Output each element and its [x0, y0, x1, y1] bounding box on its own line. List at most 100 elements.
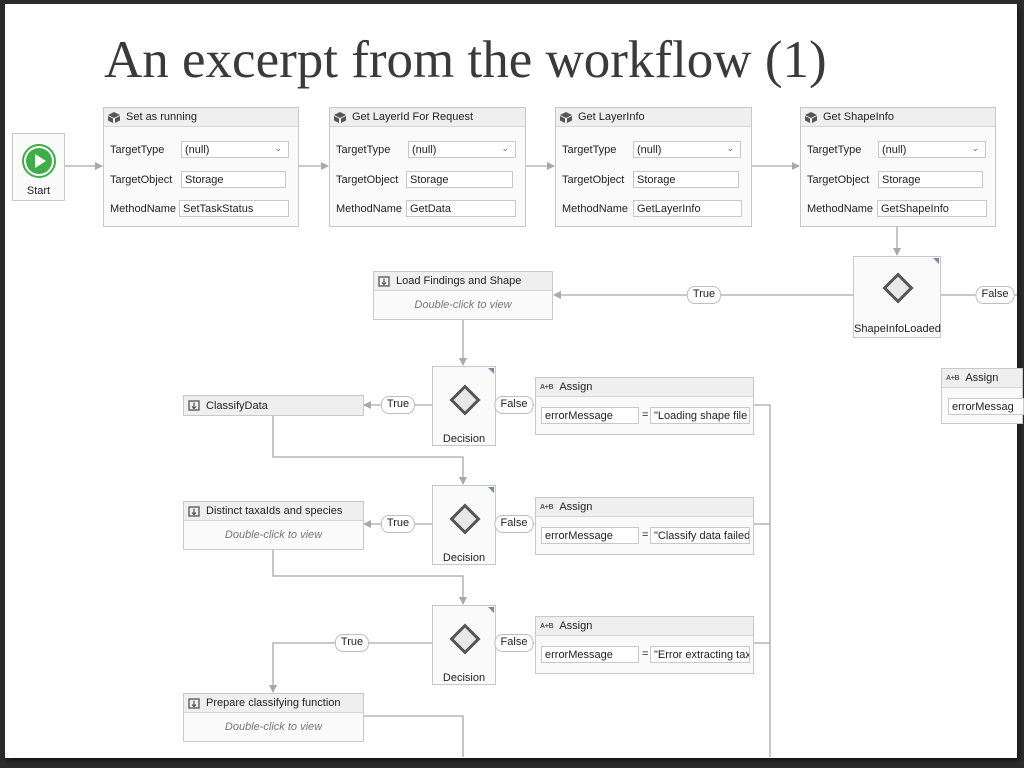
start-node[interactable]: Start [12, 133, 65, 201]
method-name-label: MethodName [807, 203, 874, 215]
sequence-title: Load Findings and Shape [396, 275, 522, 287]
target-object-label: TargetObject [562, 174, 625, 186]
assign-icon: A+B [540, 622, 554, 630]
method-name-field[interactable]: GetData [406, 200, 516, 217]
target-type-label: TargetType [110, 144, 165, 156]
slide-title: An excerpt from the workflow (1) [104, 31, 827, 89]
chevron-down-icon: ⌄ [274, 143, 282, 153]
decision-label: Decision [442, 552, 486, 564]
branch-label-false[interactable]: False [494, 634, 534, 652]
assign-3[interactable]: A+B Assign errorMessage = "Error extract… [535, 616, 754, 674]
assign-value-field[interactable]: "Error extracting tax [650, 646, 750, 663]
target-object-label: TargetObject [336, 174, 399, 186]
invoke-method-icon [108, 111, 120, 123]
assign-operator: = [642, 529, 649, 541]
assign-target-field[interactable]: errorMessage [541, 407, 639, 424]
expand-corner-icon [933, 258, 939, 264]
target-type-select[interactable]: (null)⌄ [633, 141, 741, 158]
branch-label-false[interactable]: False [494, 396, 534, 414]
branch-label-false[interactable]: False [975, 286, 1015, 304]
branch-label-true[interactable]: True [380, 515, 416, 533]
sequence-title: Distinct taxaIds and species [206, 505, 343, 517]
decision-label: Decision [442, 433, 486, 445]
decision-label: Decision [442, 672, 486, 684]
method-name-label: MethodName [336, 203, 403, 215]
invoke-set-as-running[interactable]: Set as running TargetType (null)⌄ Target… [103, 107, 299, 227]
method-name-field[interactable]: GetShapeInfo [877, 200, 987, 217]
assign-value-field[interactable]: "Classify data failed [650, 527, 750, 544]
expand-corner-icon [488, 607, 494, 613]
sequence-prepare-classifying-function[interactable]: Prepare classifying function Double-clic… [183, 693, 364, 742]
assign-title: Assign [559, 381, 593, 393]
branch-label-true[interactable]: True [686, 286, 722, 304]
target-type-select[interactable]: (null)⌄ [408, 141, 516, 158]
invoke-get-layerid-for-request[interactable]: Get LayerId For Request TargetType (null… [329, 107, 526, 227]
assign-icon: A+B [540, 383, 554, 391]
double-click-hint: Double-click to view [224, 721, 323, 733]
chevron-down-icon: ⌄ [501, 143, 509, 153]
decision-diamond-icon [449, 503, 481, 535]
assign-icon: A+B [540, 503, 554, 511]
sequence-icon [188, 505, 200, 517]
chevron-down-icon: ⌄ [971, 143, 979, 153]
assign-target-field[interactable]: errorMessage [541, 527, 639, 544]
branch-label-true[interactable]: True [334, 634, 370, 652]
target-type-select[interactable]: (null)⌄ [181, 141, 289, 158]
target-object-field[interactable]: Storage [633, 171, 739, 188]
branch-label-false[interactable]: False [494, 515, 534, 533]
wire-prepare-out [364, 715, 464, 757]
decision-3[interactable]: Decision [432, 605, 496, 685]
expand-corner-icon [488, 368, 494, 374]
decision-diamond-icon [449, 623, 481, 655]
assign-icon: A+B [946, 374, 960, 382]
invoke-method-icon [560, 111, 572, 123]
target-object-field[interactable]: Storage [181, 171, 286, 188]
sequence-classifydata[interactable]: ClassifyData [183, 395, 364, 416]
assign-operator: = [642, 648, 649, 660]
sequence-load-findings-and-shape[interactable]: Load Findings and Shape Double-click to … [373, 271, 553, 320]
target-type-select[interactable]: (null)⌄ [878, 141, 986, 158]
chevron-down-icon: ⌄ [726, 143, 734, 153]
invoke-method-icon [334, 111, 346, 123]
assign-operator: = [642, 409, 649, 421]
invoke-get-shapeinfo[interactable]: Get ShapeInfo TargetType (null)⌄ TargetO… [800, 107, 996, 227]
sequence-distinct-taxaids-and-species[interactable]: Distinct taxaIds and species Double-clic… [183, 501, 364, 550]
invoke-get-layerinfo[interactable]: Get LayerInfo TargetType (null)⌄ TargetO… [555, 107, 752, 227]
assign-title: Assign [559, 620, 593, 632]
assign-title: Assign [559, 501, 593, 513]
method-name-field[interactable]: SetTaskStatus [179, 200, 289, 217]
expand-corner-icon [488, 487, 494, 493]
decision-diamond-icon [882, 272, 914, 304]
assign-value-field[interactable]: "Loading shape file [650, 407, 750, 424]
wire-distinct-to-decision-3 [272, 550, 467, 605]
decision-1[interactable]: Decision [432, 366, 496, 446]
sequence-title: Prepare classifying function [206, 697, 341, 709]
target-object-label: TargetObject [110, 174, 173, 186]
target-object-field[interactable]: Storage [406, 171, 513, 188]
method-name-field[interactable]: GetLayerInfo [633, 200, 742, 217]
flow-decision-label: ShapeInfoLoaded [854, 323, 941, 335]
wire-assign-1-out [754, 404, 771, 757]
target-object-label: TargetObject [807, 174, 870, 186]
decision-2[interactable]: Decision [432, 485, 496, 565]
sequence-icon [188, 697, 200, 709]
sequence-icon [378, 275, 390, 287]
sequence-icon [188, 400, 200, 411]
invoke-title: Get ShapeInfo [823, 111, 894, 123]
invoke-method-icon [805, 111, 817, 123]
assign-target-field[interactable]: errorMessag [948, 398, 1024, 415]
branch-label-true[interactable]: True [380, 396, 416, 414]
double-click-hint: Double-click to view [224, 529, 323, 541]
assign-2[interactable]: A+B Assign errorMessage = "Classify data… [535, 497, 754, 555]
method-name-label: MethodName [562, 203, 629, 215]
start-play-icon [22, 144, 56, 178]
assign-target-field[interactable]: errorMessage [541, 646, 639, 663]
assign-title: Assign [965, 372, 999, 384]
flow-decision-shapeinfoloaded[interactable]: ShapeInfoLoaded [853, 256, 941, 338]
start-label: Start [26, 185, 51, 197]
wire-decision-3-true [269, 642, 432, 693]
assign-4[interactable]: A+B Assign errorMessag [941, 368, 1024, 424]
assign-1[interactable]: A+B Assign errorMessage = "Loading shape… [535, 377, 754, 435]
invoke-title: Set as running [126, 111, 197, 123]
target-object-field[interactable]: Storage [878, 171, 983, 188]
